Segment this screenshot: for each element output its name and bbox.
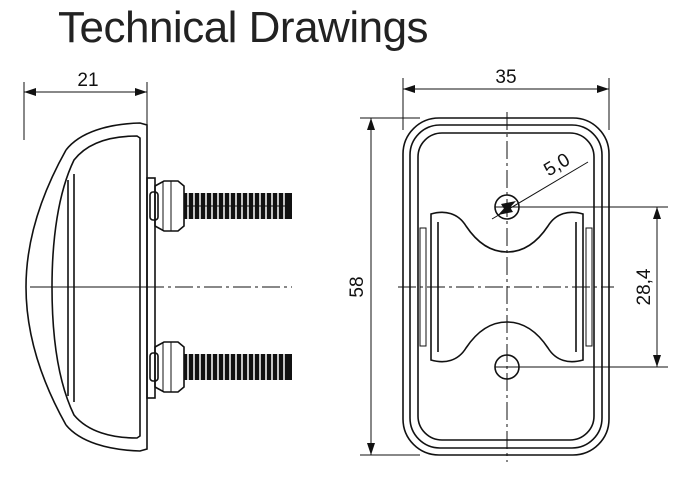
side-lens-outer [25, 149, 67, 426]
dimension-hole-spacing: 28,4 [495, 206, 668, 368]
dimension-side-depth: 21 [23, 70, 148, 140]
dimension-front-width: 35 [402, 67, 610, 130]
dimension-side-depth-label: 21 [77, 70, 98, 91]
side-lens-inner [51, 135, 141, 439]
lower-stud [149, 341, 292, 393]
dimension-hole-diameter: 5,0 [491, 149, 589, 220]
dimension-front-height-label: 58 [347, 276, 368, 297]
lower-nut [154, 341, 185, 393]
front-view: 35 58 [347, 67, 668, 462]
lower-thread [184, 354, 292, 380]
dimension-hole-diameter-label: 5,0 [540, 149, 573, 181]
dimension-hole-spacing-label: 28,4 [634, 268, 655, 305]
side-back-plate [146, 177, 156, 399]
upper-stud [149, 180, 292, 232]
lower-washer [149, 352, 159, 382]
dimension-front-height: 58 [347, 117, 420, 456]
page-title: Technical Drawings [58, 3, 429, 52]
upper-washer [149, 191, 159, 221]
dimension-front-width-label: 35 [495, 67, 516, 88]
upper-nut [154, 180, 185, 232]
side-view: 21 [23, 70, 292, 452]
mounting-bracket [430, 211, 584, 363]
